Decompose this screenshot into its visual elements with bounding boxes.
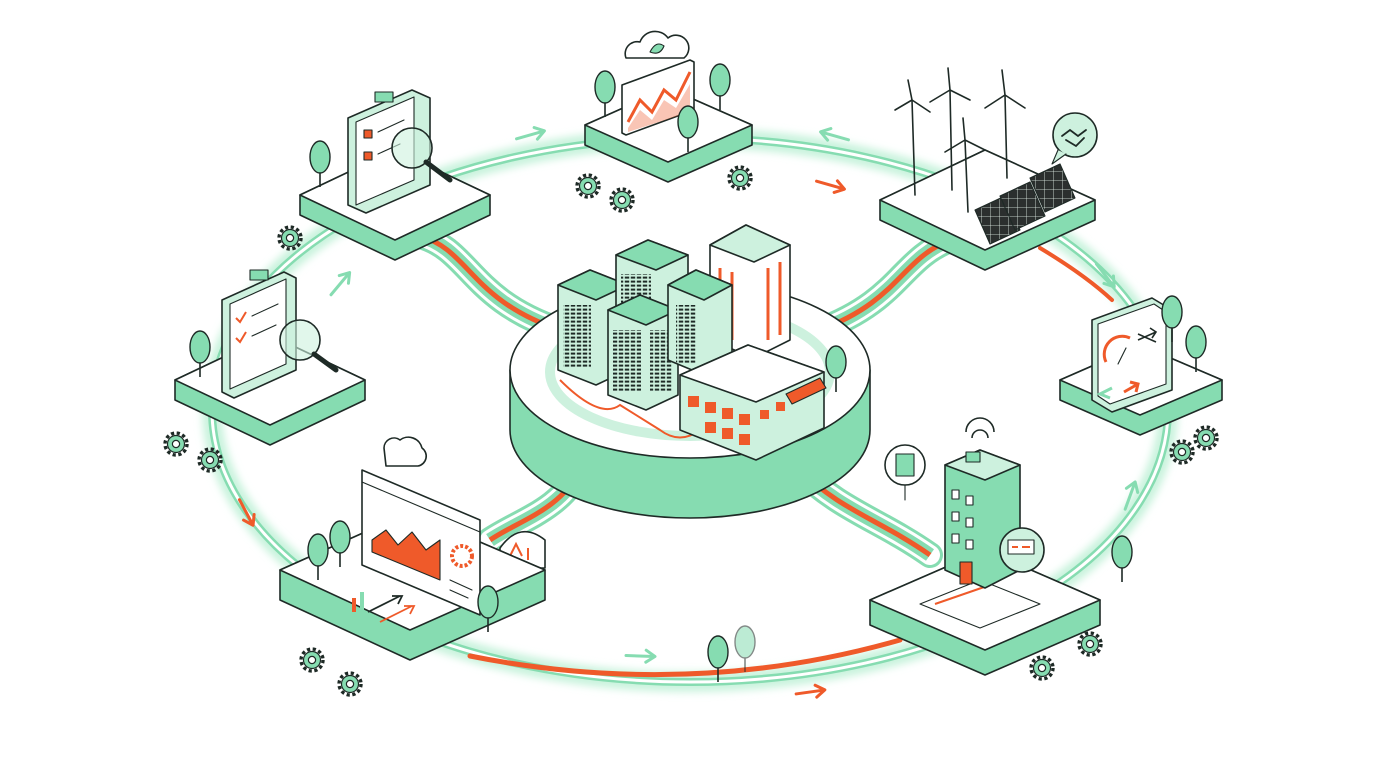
arrow-mint-icon <box>624 648 657 665</box>
smart-building-station <box>869 417 1101 676</box>
audit-clipboard-station <box>299 89 491 261</box>
gear-icon <box>299 647 325 673</box>
cloud-analytics-station <box>584 30 753 183</box>
gear-icon <box>1077 631 1103 657</box>
chart-gear-icon <box>352 436 481 623</box>
gear-icon <box>337 671 363 697</box>
gear-icon <box>575 173 601 199</box>
arrow-orange-icon <box>813 173 848 197</box>
factory-building <box>679 344 827 461</box>
office-tower <box>667 269 733 376</box>
energy-dashboard-station <box>1059 295 1223 436</box>
gear-icon <box>277 225 303 251</box>
cloud-chart-icon <box>621 30 695 136</box>
cable-top-right <box>807 227 963 343</box>
gear-icon <box>1029 655 1055 681</box>
wind-solar-icon <box>894 67 1076 245</box>
smart-meter-building-icon <box>884 417 1045 589</box>
checklist-magnifier-icon <box>221 269 339 399</box>
cable-top-left <box>407 223 573 343</box>
gear-icon <box>1193 425 1219 451</box>
analytics-dashboard-station <box>279 436 546 661</box>
gear-icon <box>727 165 753 191</box>
wind-turbine-4 <box>944 117 986 213</box>
wind-turbine-2 <box>929 67 971 191</box>
clipboard-magnifier-icon <box>347 89 453 214</box>
gear-icon <box>197 447 223 473</box>
checklist-review-station <box>174 269 366 446</box>
gear-icon <box>609 187 635 213</box>
central-city-hub <box>509 224 871 519</box>
gear-icon <box>1169 439 1195 465</box>
renewable-energy-station <box>879 67 1098 271</box>
handshake-bubble-icon <box>1051 112 1098 165</box>
gear-icon <box>163 431 189 457</box>
wind-turbine-3 <box>984 69 1026 179</box>
arrow-orange-icon <box>793 682 828 702</box>
arrow-mint-icon <box>324 267 356 301</box>
gauge-exchange-icon <box>1091 297 1173 413</box>
wind-turbine-1 <box>894 79 931 196</box>
